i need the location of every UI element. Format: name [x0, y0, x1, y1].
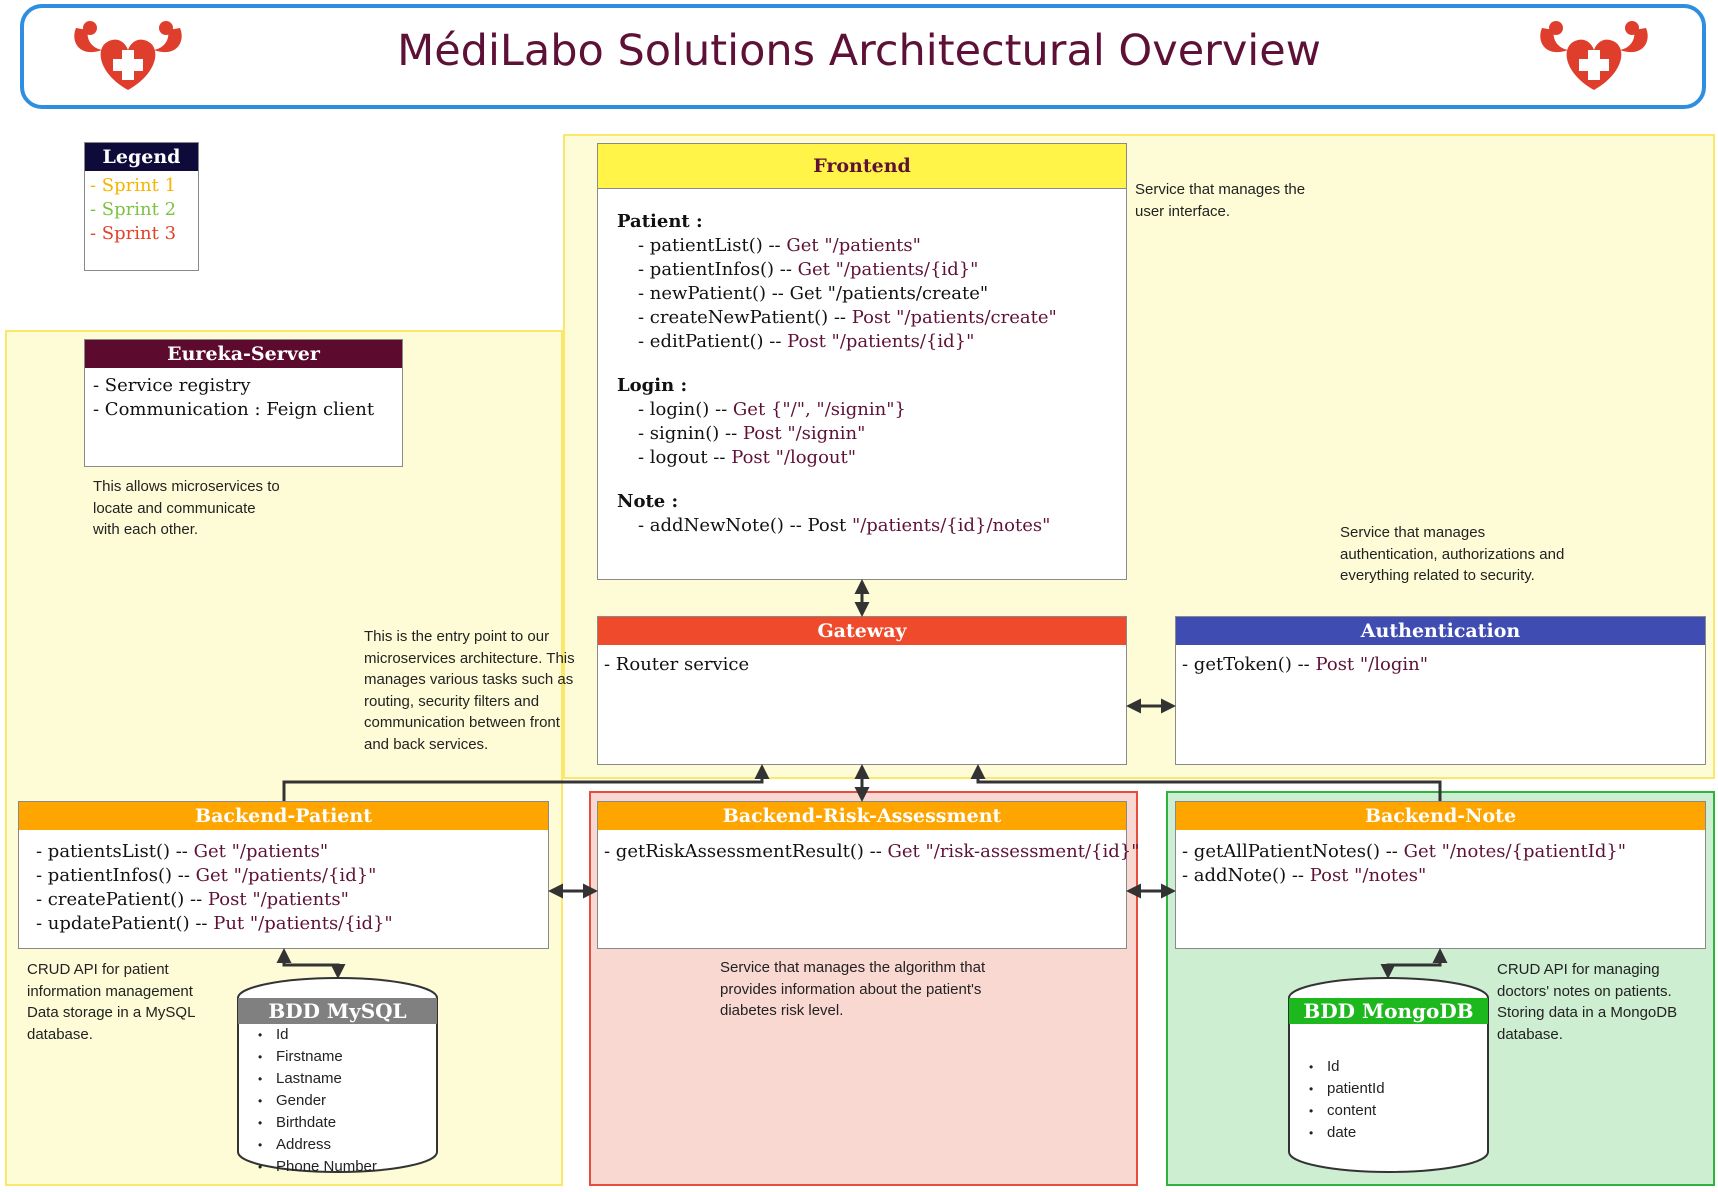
db-field: content [1309, 1100, 1385, 1122]
page-title: MédiLabo Solutions Architectural Overvie… [397, 26, 1321, 76]
gateway-line: - Router service [604, 654, 750, 675]
backend-note-note: CRUD API for managing doctors' notes on … [1497, 961, 1678, 1043]
backend-patient-box: Backend-Patient - patientsList() -- Get … [18, 801, 549, 949]
method-line: - logout -- Post "/logout" [638, 447, 857, 468]
method-line: - signin() -- Post "/signin" [638, 423, 866, 444]
eureka-line: - Communication : Feign client [93, 399, 375, 420]
db-field: Address [258, 1134, 377, 1156]
method-line: - createPatient() -- Post "/patients" [36, 889, 349, 910]
method-line: - getRiskAssessmentResult() -- Get "/ris… [604, 841, 1140, 862]
method-line: - login() -- Get {"/", "/signin"} [638, 399, 906, 420]
heart-logo-icon-left [74, 21, 182, 90]
backend-patient-title: Backend-Patient [19, 802, 548, 830]
db-field: Id [1309, 1056, 1385, 1078]
authentication-title: Authentication [1176, 617, 1705, 645]
method-line: - patientInfos() -- Get "/patients/{id}" [638, 259, 979, 280]
backend-note-title: Backend-Note [1176, 802, 1705, 830]
db-field: Id [258, 1024, 377, 1046]
backend-patient-note: CRUD API for patient information managem… [27, 961, 195, 1043]
db-field: Lastname [258, 1068, 377, 1090]
auth-line: - getToken() -- Post "/login" [1182, 654, 1428, 675]
legend-sprint-1: - Sprint 1 [90, 175, 177, 196]
method-line: - patientList() -- Get "/patients" [638, 235, 921, 256]
backend-risk-note: Service that manages the algorithm that … [720, 959, 986, 1019]
db-field: date [1309, 1122, 1385, 1144]
eureka-note: This allows microservices to locate and … [93, 478, 280, 538]
heart-logo-icon-right [1540, 21, 1648, 90]
gateway-title: Gateway [598, 617, 1126, 645]
mongodb-database: BDD MongoDB IdpatientIdcontentdate [1287, 976, 1490, 1174]
db-field: patientId [1309, 1078, 1385, 1100]
eureka-server-box: Eureka-Server - Service registry - Commu… [84, 339, 403, 467]
eureka-server-title: Eureka-Server [85, 340, 402, 368]
db-field: Firstname [258, 1046, 377, 1068]
method-line: - editPatient() -- Post "/patients/{id}" [638, 331, 975, 352]
backend-risk-title: Backend-Risk-Assessment [598, 802, 1126, 830]
backend-risk-box: Backend-Risk-Assessment - getRiskAssessm… [597, 801, 1140, 949]
mongodb-title: BDD MongoDB [1303, 999, 1474, 1023]
mysql-title: BDD MySQL [268, 999, 407, 1023]
db-field: Birthdate [258, 1112, 377, 1134]
method-line: - updatePatient() -- Put "/patients/{id}… [36, 913, 393, 934]
legend: Legend - Sprint 1 - Sprint 2 - Sprint 3 [84, 142, 199, 271]
header-banner [20, 4, 1706, 109]
backend-note-box: Backend-Note - getAllPatientNotes() -- G… [1175, 801, 1706, 949]
gateway-box: Gateway - Router service [597, 616, 1127, 765]
frontend-box: Frontend Patient : - patientList() -- Get… [597, 143, 1127, 580]
frontend-section-heading: Note : [617, 491, 679, 512]
method-line: - patientInfos() -- Get "/patients/{id}" [36, 865, 377, 886]
method-line: - addNote() -- Post "/notes" [1182, 865, 1427, 886]
gateway-note: This is the entry point to our microserv… [364, 628, 575, 753]
method-line: - getAllPatientNotes() -- Get "/notes/{p… [1182, 841, 1627, 862]
db-field: Phone Number [258, 1156, 377, 1178]
authentication-box: Authentication - getToken() -- Post "/lo… [1175, 616, 1706, 765]
method-line: - createNewPatient() -- Post "/patients/… [638, 307, 1057, 328]
method-line: - newPatient() -- Get "/patients/create" [638, 283, 989, 304]
eureka-line: - Service registry [93, 375, 251, 396]
method-line: - addNewNote() -- Post "/patients/{id}/n… [638, 515, 1051, 536]
frontend-title: Frontend [598, 144, 1126, 189]
mysql-database: BDD MySQL IdFirstnameLastnameGenderBirth… [236, 976, 439, 1175]
legend-title: Legend [85, 143, 198, 171]
frontend-note: Service that manages the user interface. [1135, 181, 1306, 220]
legend-sprint-2: - Sprint 2 [90, 199, 177, 220]
legend-sprint-3: - Sprint 3 [90, 223, 177, 244]
authentication-note: Service that manages authentication, aut… [1340, 524, 1565, 584]
method-line: - patientsList() -- Get "/patients" [36, 841, 329, 862]
db-field: Gender [258, 1090, 377, 1112]
frontend-section-heading: Patient : [617, 211, 703, 232]
frontend-section-heading: Login : [617, 375, 688, 396]
